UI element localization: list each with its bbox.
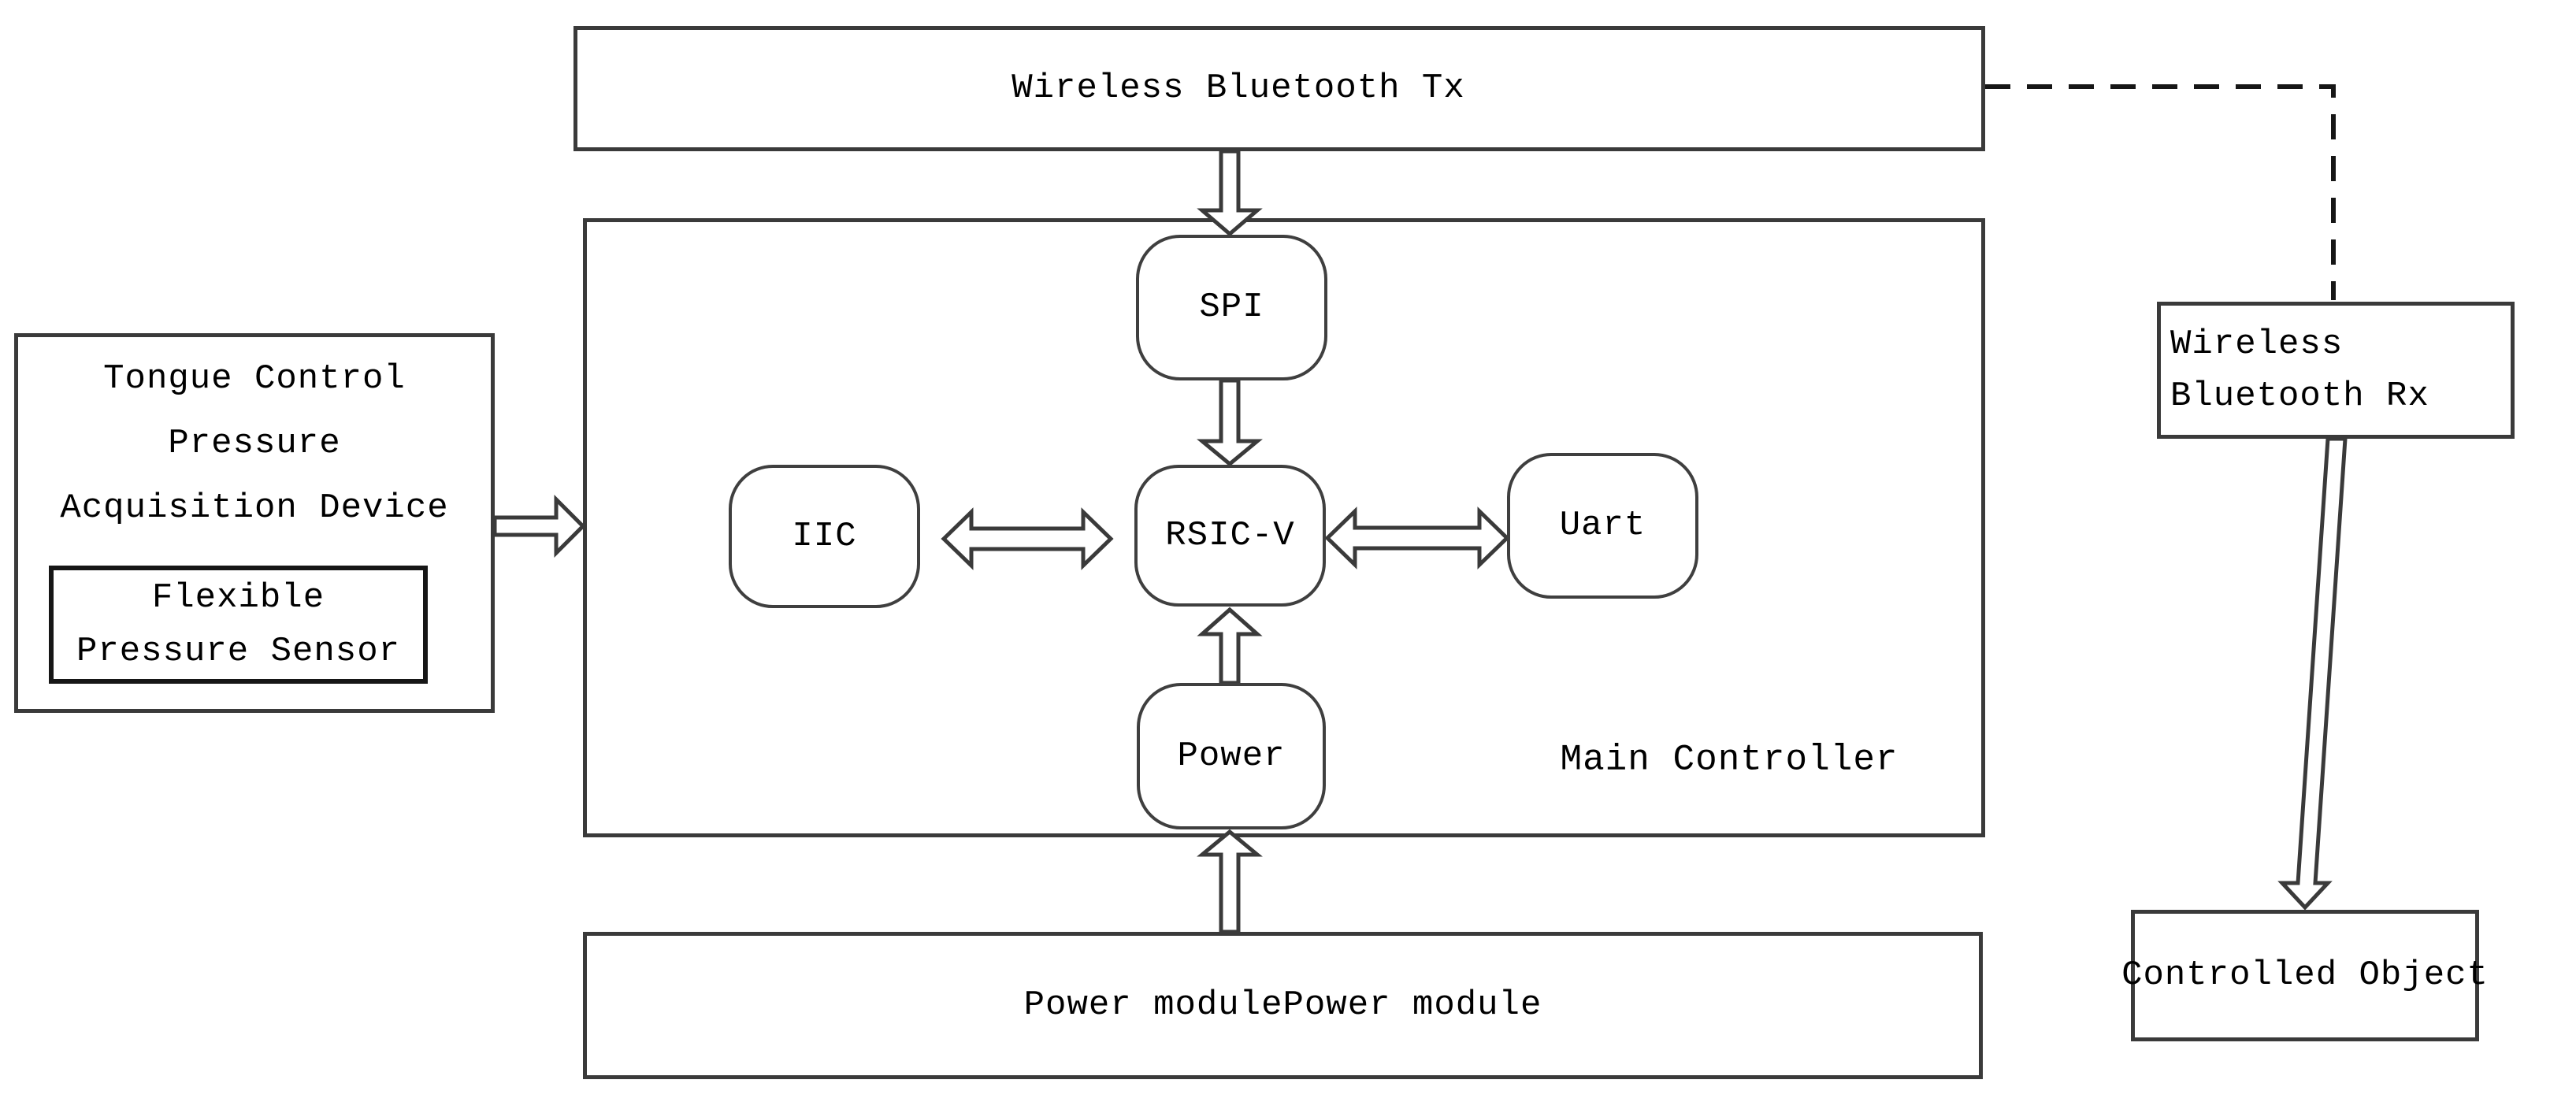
power-module-label: Power modulePower module [1023,985,1542,1026]
flexible-pressure-sensor-box: Flexible Pressure Sensor [49,566,428,684]
arrow-power-to-rsicv-icon [1197,607,1263,685]
spi-box: SPI [1136,235,1327,380]
wireless-bluetooth-rx-line-2: Bluetooth Rx [2170,377,2429,416]
arrow-rx-to-controlled-icon [2277,436,2348,911]
uart-box: Uart [1507,453,1698,599]
power-label: Power [1177,736,1286,776]
main-controller-label: Main Controller [1560,739,1899,781]
rsicv-label: RSIC-V [1165,515,1295,555]
power-box: Power [1137,683,1326,829]
uart-label: Uart [1559,506,1646,546]
iic-box: IIC [729,465,920,608]
spi-label: SPI [1199,288,1264,328]
acquisition-device-line-1: Tongue Control [103,359,406,399]
arrow-powermodule-to-power-icon [1197,829,1263,934]
power-module-box: Power modulePower module [583,932,1983,1079]
arrow-spi-to-rsicv-icon [1197,378,1263,467]
acquisition-device-line-2: Pressure [168,424,341,463]
dashed-connector-tx-to-rx [1985,84,2336,300]
controlled-object-label: Controlled Object [2121,955,2489,996]
acquisition-device-line-3: Acquisition Device [60,488,449,528]
arrow-rsicv-uart-icon [1324,506,1510,570]
flexible-sensor-line-2: Pressure Sensor [76,632,401,671]
wireless-bluetooth-tx-box: Wireless Bluetooth Tx [573,26,1985,151]
wireless-bluetooth-rx-line-1: Wireless [2170,325,2344,364]
rsicv-box: RSIC-V [1134,465,1326,607]
flexible-sensor-line-1: Flexible [151,578,325,618]
arrow-tx-to-spi-icon [1197,149,1263,237]
wireless-bluetooth-tx-label: Wireless Bluetooth Tx [1011,69,1465,109]
arrow-iic-rsicv-icon [941,507,1114,570]
iic-label: IIC [792,516,857,556]
arrow-device-to-main-icon [492,494,586,558]
controlled-object-box: Controlled Object [2121,910,2488,1041]
